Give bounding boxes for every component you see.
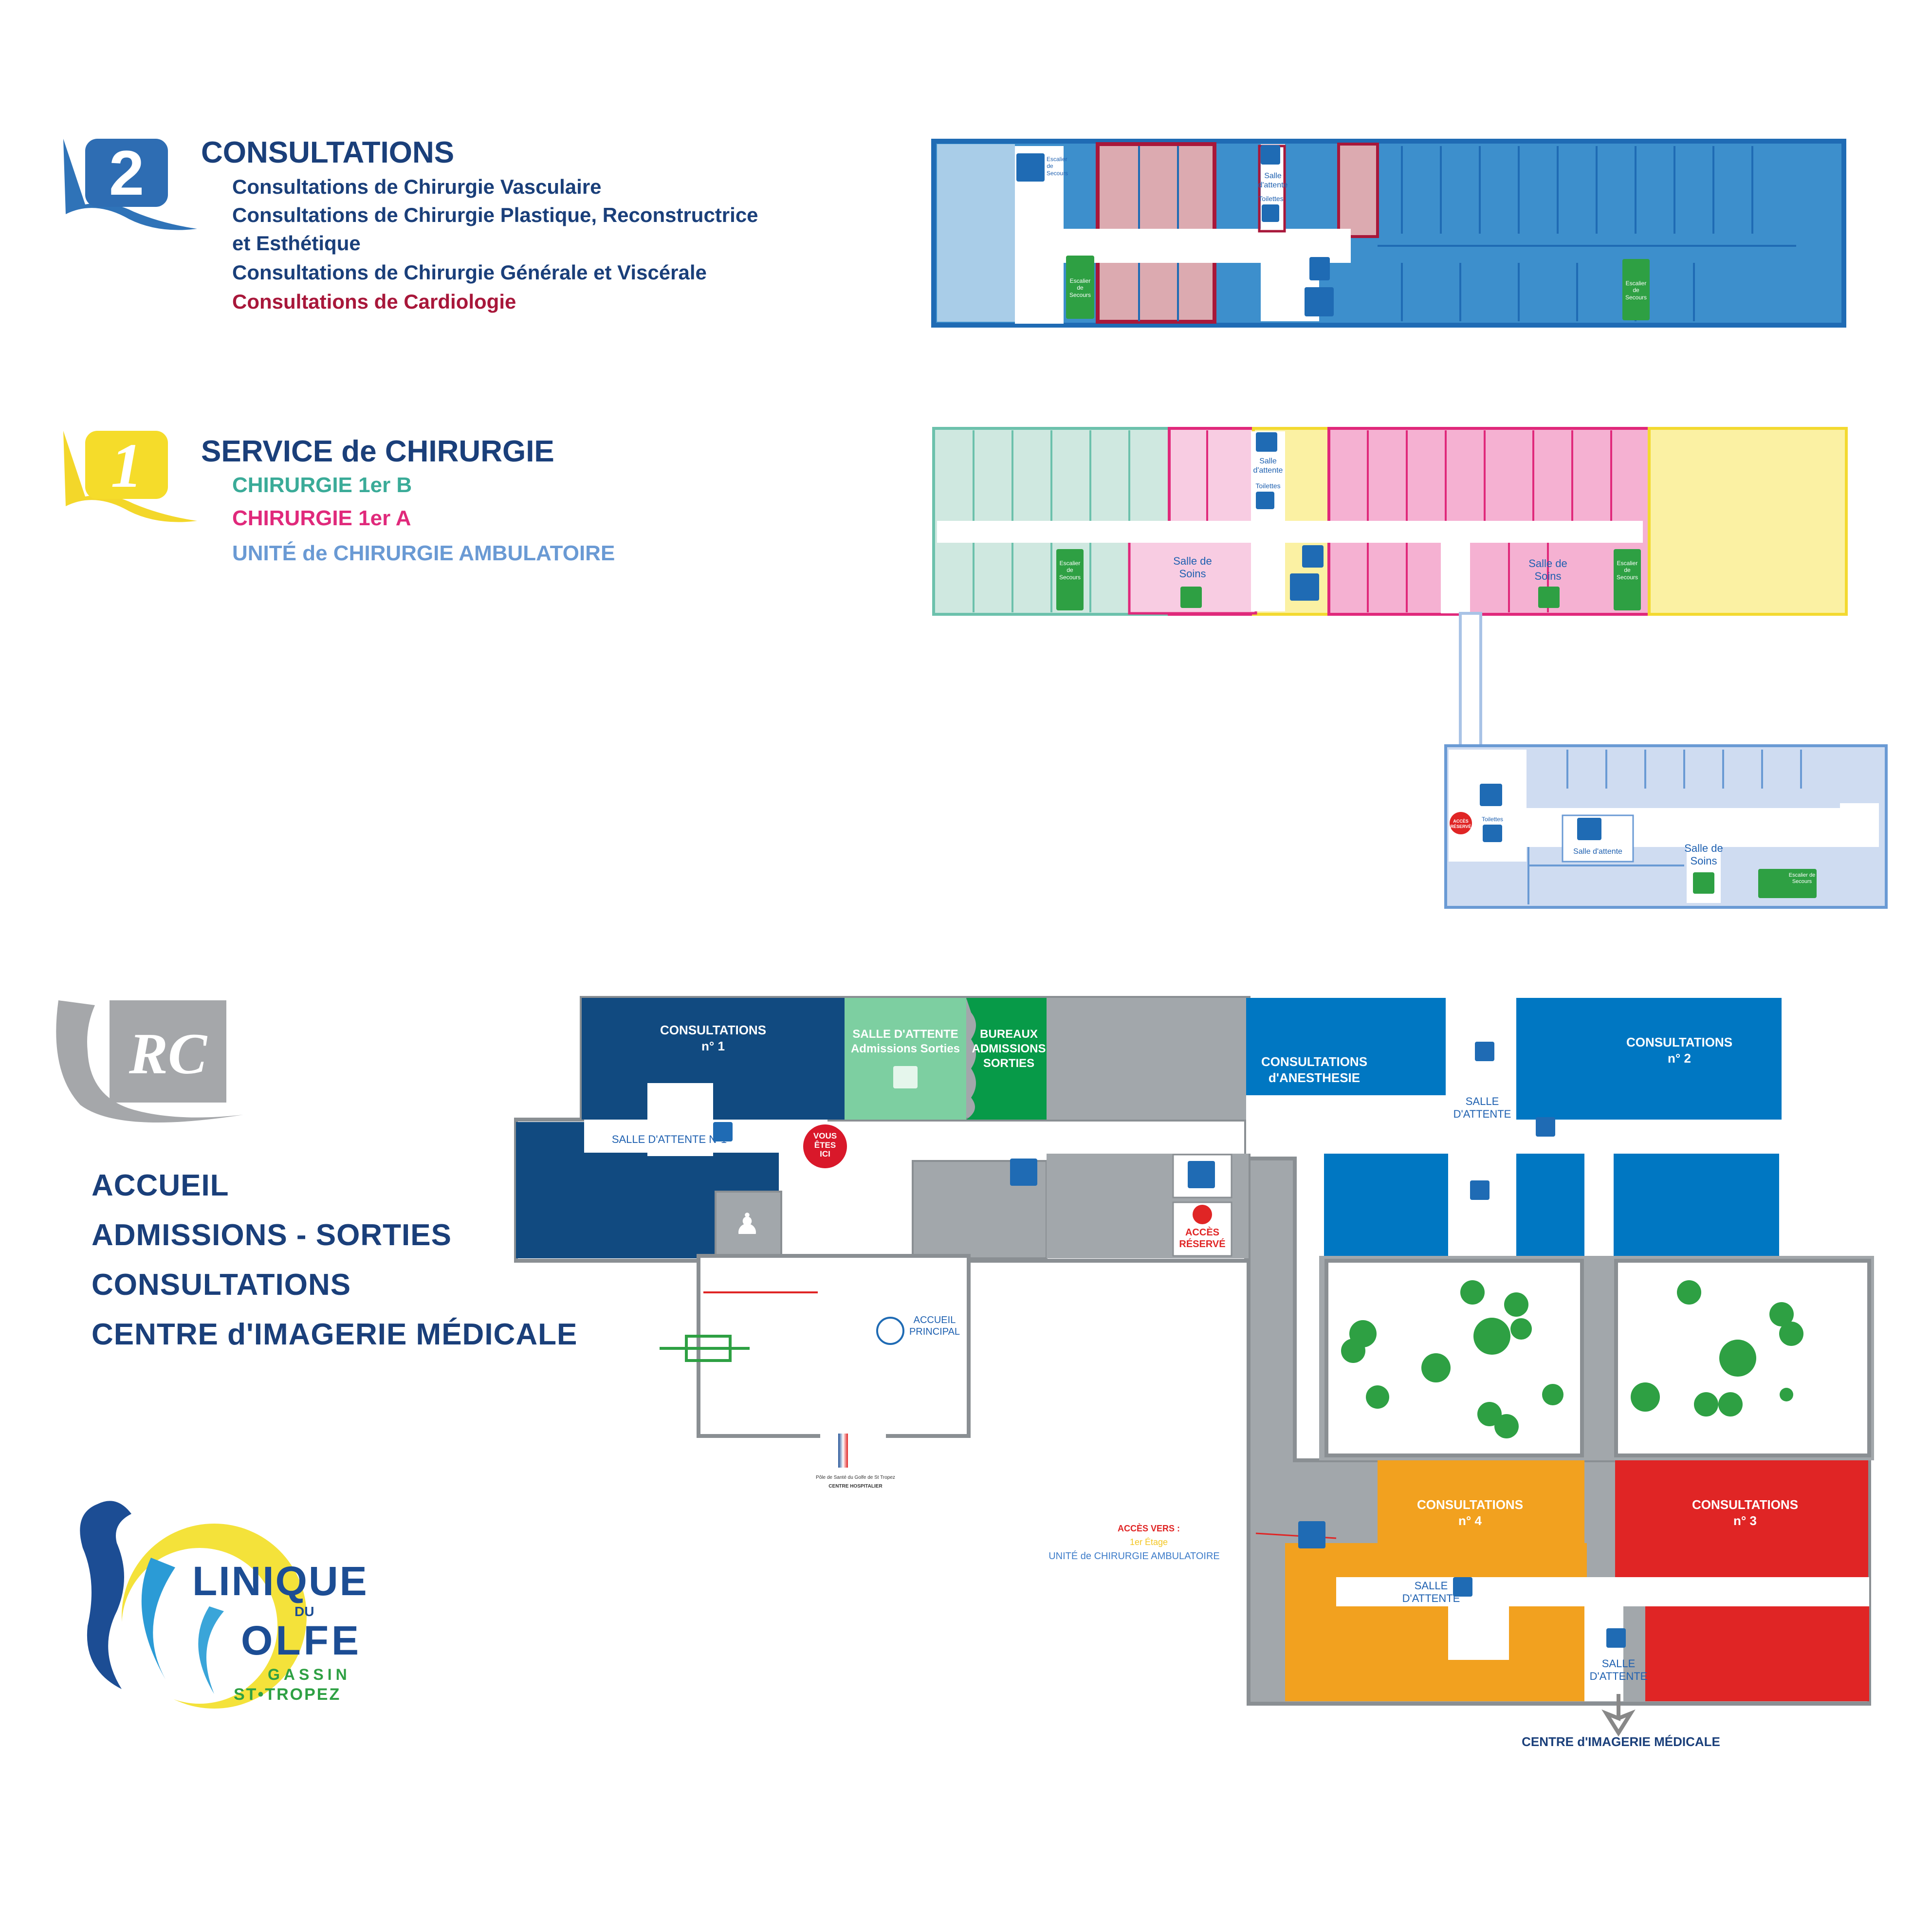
waiting-c3-icon bbox=[1606, 1628, 1626, 1648]
floor1-emergency-exit-icon-3 bbox=[1758, 869, 1817, 898]
floor1-line-1: CHIRURGIE 1er B bbox=[232, 473, 412, 497]
floor2-line-2: Consultations de Chirurgie Plastique, Re… bbox=[232, 203, 758, 226]
reserved-label: ACCÈS RÉSERVÉ bbox=[1179, 1227, 1226, 1250]
svg-text:1: 1 bbox=[111, 431, 143, 501]
floor1-care-room-label-1: Salle de Soins bbox=[1173, 555, 1212, 580]
floor1-stairs-label-1: Escalier de Secours bbox=[1059, 560, 1081, 581]
elevator-icon-2 bbox=[1188, 1161, 1215, 1188]
floor1-care-room-label-3: Salle de Soins bbox=[1684, 842, 1723, 867]
floor2-waiting-icon bbox=[1261, 145, 1280, 165]
access-unit: UNITÉ de CHIRURGIE AMBULATOIRE bbox=[1048, 1551, 1220, 1562]
logo-swan-icon bbox=[80, 1501, 307, 1709]
access-title: ACCÈS VERS : bbox=[1117, 1524, 1180, 1533]
logo-gassin: GASSIN bbox=[268, 1666, 351, 1683]
access-floor: 1er Étage bbox=[1129, 1537, 1168, 1547]
floor2-emergency-exit-icon-1 bbox=[1066, 256, 1094, 319]
waiting-n1-label: SALLE D'ATTENTE N°1 bbox=[611, 1133, 727, 1145]
waiting-c4-icon bbox=[1453, 1577, 1472, 1597]
floor1-emergency-exit-icon-2 bbox=[1614, 549, 1641, 610]
floor1-toilets-label: Toilettes bbox=[1255, 482, 1281, 490]
floor1-waiting-icon bbox=[1256, 432, 1277, 452]
waiting-top-icon-1 bbox=[1475, 1042, 1494, 1061]
floor2-elevator-icon bbox=[1016, 153, 1045, 182]
logo-sttropez: ST•TROPEZ bbox=[234, 1685, 341, 1704]
floor1-stairs-label-3: Escalier de Secours bbox=[1788, 872, 1816, 885]
hospital-sign-icon bbox=[838, 1434, 848, 1468]
consult4-label: CONSULTATIONS n° 4 bbox=[1416, 1497, 1524, 1528]
floor2-stairs-vertical-label: Escalier de Secours bbox=[1047, 156, 1068, 177]
floor2-line-5: Consultations de Cardiologie bbox=[232, 290, 516, 313]
floor1-line-2: CHIRURGIE 1er A bbox=[232, 506, 411, 530]
info-icon bbox=[876, 1317, 904, 1345]
rc-line-4: CENTRE d'IMAGERIE MÉDICALE bbox=[92, 1318, 578, 1351]
floor1-emergency-exit-icon-1 bbox=[1056, 549, 1084, 610]
floor1-toilets-amb-icon bbox=[1483, 825, 1502, 842]
logo-line1: LINIQUE bbox=[192, 1558, 368, 1604]
floor2-elevator-icon-2 bbox=[1309, 257, 1330, 280]
floor1-no-entry-icon bbox=[1450, 812, 1472, 834]
waiting-admissions-icon bbox=[893, 1066, 918, 1088]
consult1-label: CONSULTATIONS n° 1 bbox=[660, 1023, 767, 1053]
floor2-badge-icon: 2 bbox=[63, 137, 197, 230]
floor2-toilets-label: Toilettes bbox=[1258, 195, 1284, 202]
imaging-label: CENTRE d'IMAGERIE MÉDICALE bbox=[1522, 1734, 1720, 1749]
floor1-waiting-amb-icon bbox=[1577, 818, 1601, 840]
elevator-icon-1 bbox=[1010, 1159, 1037, 1186]
floor1-toilets-amb-label: Toilettes bbox=[1481, 816, 1504, 823]
floor2-line-1: Consultations de Chirurgie Vasculaire bbox=[232, 175, 602, 198]
waiting-top-icon-3 bbox=[1470, 1180, 1490, 1200]
floor1-stairs-icon bbox=[1290, 573, 1319, 601]
floor1-stairs-label-2: Escalier de Secours bbox=[1616, 560, 1638, 581]
floor1-toilets-icon bbox=[1256, 492, 1274, 509]
rc-line-3: CONSULTATIONS bbox=[92, 1268, 351, 1302]
bureaux-label: BUREAUX ADMISSIONS SORTIES bbox=[972, 1028, 1046, 1070]
rc-badge-icon: RC bbox=[56, 1000, 243, 1122]
you-are-here-label: VOUS ÊTES ICI bbox=[813, 1131, 837, 1159]
floor2-emergency-exit-icon-2 bbox=[1622, 259, 1650, 320]
floor1-care-cross-icon-2 bbox=[1538, 587, 1560, 608]
floor2-line-4: Consultations de Chirurgie Générale et V… bbox=[232, 261, 707, 284]
anesthesie-label: CONSULTATIONS d'ANESTHESIE bbox=[1261, 1054, 1368, 1085]
you-are-here-marker bbox=[803, 1124, 847, 1168]
floor2-toilets-icon bbox=[1262, 204, 1279, 222]
floor1-care-cross-icon-1 bbox=[1180, 587, 1202, 608]
consult3-label: CONSULTATIONS n° 3 bbox=[1692, 1497, 1799, 1528]
floor2-stairs-icon bbox=[1305, 287, 1334, 316]
elevator-icon-3 bbox=[1298, 1521, 1325, 1548]
floor2-waiting-label: Salle d'attente bbox=[1258, 172, 1288, 190]
floor1-elevator-icon-amb bbox=[1480, 784, 1502, 806]
waiting-top-icon-2 bbox=[1536, 1117, 1555, 1137]
sign-line-2: CENTRE HOSPITALIER bbox=[828, 1484, 883, 1489]
floor1-care-room-label-2: Salle de Soins bbox=[1528, 557, 1567, 583]
logo-du: DU bbox=[294, 1604, 314, 1619]
toilets-icon: ♟ bbox=[734, 1208, 760, 1240]
sign-line-1: Pôle de Santé du Golfe de St Tropez bbox=[816, 1475, 895, 1480]
svg-text:RC: RC bbox=[129, 1021, 208, 1086]
floor2-stairs-label-1: Escalier de Secours bbox=[1069, 277, 1091, 298]
no-entry-icon bbox=[1193, 1205, 1212, 1224]
floor1-title: SERVICE de CHIRURGIE bbox=[201, 435, 554, 468]
floor1-badge-icon: 1 bbox=[63, 431, 197, 522]
floor2-title: CONSULTATIONS bbox=[201, 136, 455, 169]
waiting-c4-label: SALLE D'ATTENTE bbox=[1402, 1580, 1460, 1605]
svg-text:2: 2 bbox=[109, 137, 144, 208]
rc-line-1: ACCUEIL bbox=[92, 1169, 229, 1202]
waiting-admissions-label: SALLE D'ATTENTE Admissions Sorties bbox=[850, 1028, 960, 1055]
waiting-c3-label: SALLE D'ATTENTE bbox=[1589, 1657, 1648, 1683]
consult2-label: CONSULTATIONS n° 2 bbox=[1626, 1035, 1733, 1066]
floor2-line-3: et Esthétique bbox=[232, 232, 361, 255]
floor2-stairs-label-2: Escalier de Secours bbox=[1625, 280, 1647, 301]
clinic-logo: LINIQUE DU OLFE GASSIN ST•TROPEZ bbox=[54, 1485, 370, 1718]
waiting-n1-icon bbox=[713, 1122, 733, 1141]
floor1-waiting-label: Salle d'attente bbox=[1253, 457, 1283, 475]
logo-line2: OLFE bbox=[241, 1618, 362, 1663]
waiting-top-label: SALLE D'ATTENTE bbox=[1453, 1095, 1511, 1121]
floor1-waiting-amb-label: Salle d'attente bbox=[1573, 847, 1622, 856]
accueil-label: ACCUEIL PRINCIPAL bbox=[909, 1315, 960, 1337]
floor1-line-3: UNITÉ de CHIRURGIE AMBULATOIRE bbox=[232, 541, 615, 565]
floor1-reserved-label: ACCÈS RÉSERVÉ bbox=[1450, 819, 1471, 829]
floor1-care-cross-icon-3 bbox=[1693, 872, 1714, 894]
rc-line-2: ADMISSIONS - SORTIES bbox=[92, 1218, 452, 1252]
floor1-elevator-icon bbox=[1302, 545, 1324, 568]
